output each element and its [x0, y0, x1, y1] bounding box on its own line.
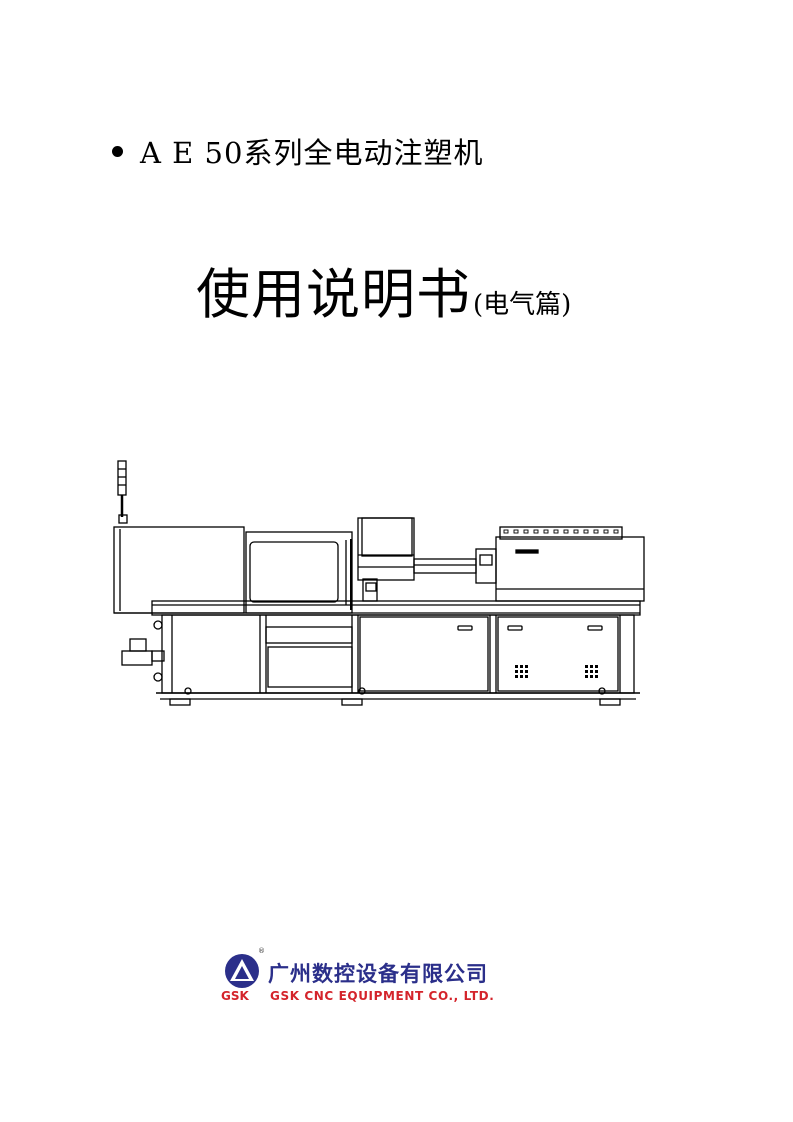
title-subtitle: (电气篇)	[473, 290, 572, 320]
gsk-mark-text: GSK	[221, 989, 249, 1003]
document-title: 使用说明书 (电气篇)	[196, 250, 571, 329]
gsk-emblem-icon	[225, 954, 259, 988]
machine-base	[161, 614, 635, 694]
clamp-unit-housing	[113, 526, 245, 614]
machine-illustration	[113, 460, 645, 706]
signal-tower	[117, 460, 127, 496]
injection-drive-housing	[495, 536, 645, 602]
series-heading: A E 50系列全电动注塑机	[112, 130, 483, 172]
hopper-unit	[357, 517, 415, 581]
title-main: 使用说明书	[196, 263, 471, 326]
company-name-english: GSK CNC EQUIPMENT CO., LTD.	[270, 989, 495, 1003]
company-logo: ® 广州数控设备有限公司 GSK GSK CNC EQUIPMENT CO., …	[218, 947, 588, 1009]
injection-cylinder	[475, 548, 497, 584]
series-heading-text: A E 50系列全电动注塑机	[140, 136, 484, 170]
company-name-chinese: 广州数控设备有限公司	[268, 962, 488, 986]
bullet-icon	[112, 145, 123, 157]
registered-mark: ®	[258, 947, 265, 955]
